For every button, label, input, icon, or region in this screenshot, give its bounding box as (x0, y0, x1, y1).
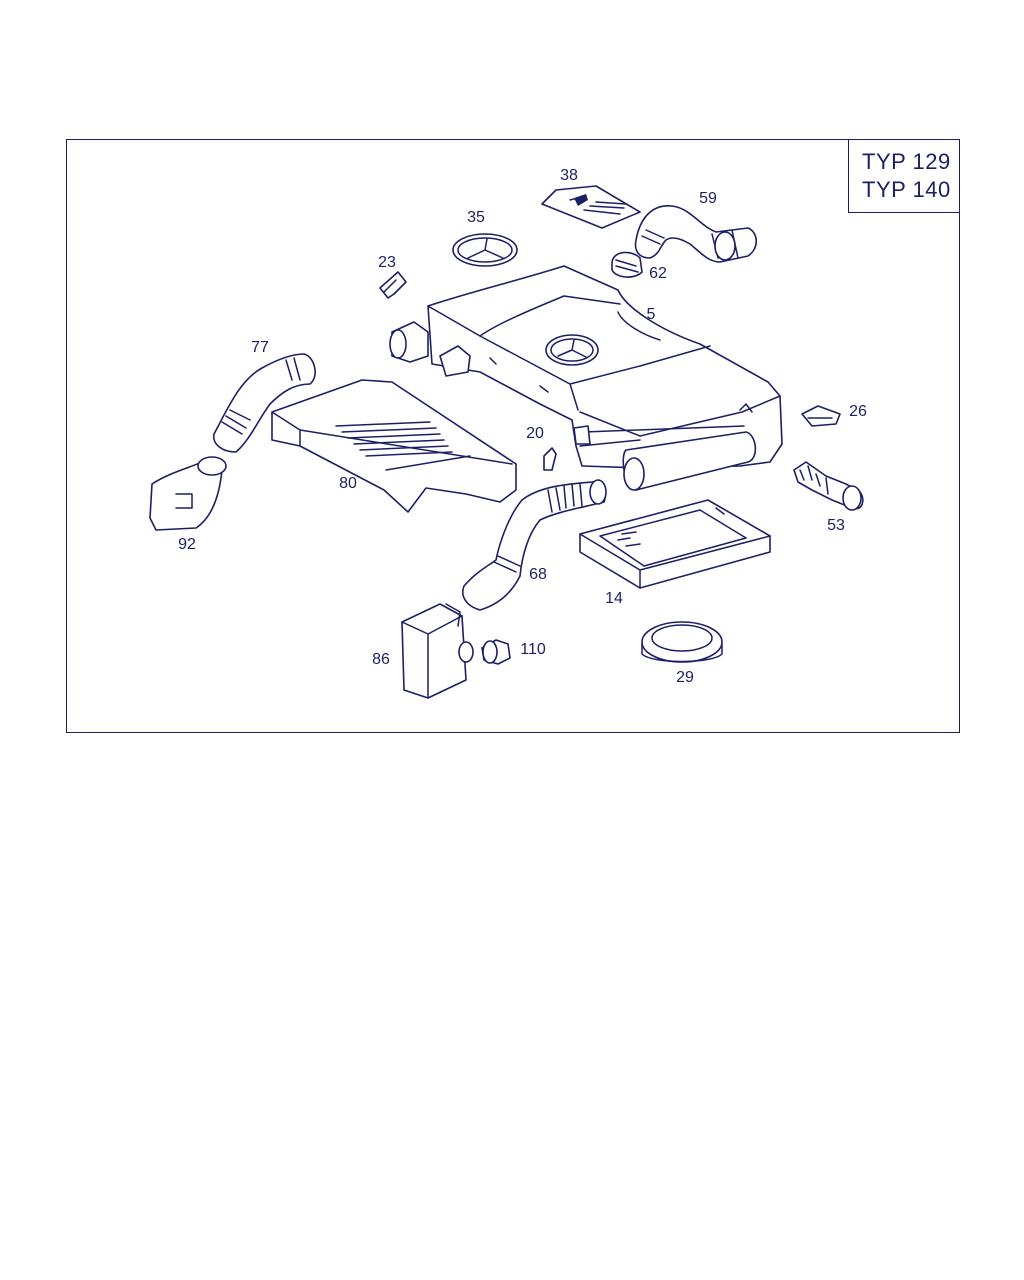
callout-35: 35 (467, 209, 485, 226)
callout-5: 5 (647, 306, 656, 323)
callout-86: 86 (372, 651, 390, 668)
callout-80: 80 (339, 475, 357, 492)
part-92-intake-funnel (149, 456, 227, 531)
part-38-label-plate (541, 185, 641, 229)
callout-77: 77 (251, 339, 269, 356)
part-35-star-emblem (452, 233, 518, 267)
type-label-129: TYP 129 (862, 149, 951, 174)
type-label-140: TYP 140 (862, 177, 951, 202)
callout-20: 20 (526, 425, 544, 442)
part-77-intake-duct (212, 353, 316, 453)
callout-38: 38 (560, 167, 578, 184)
part-53-sensor (793, 461, 864, 511)
callout-23: 23 (378, 254, 396, 271)
part-20-clip (543, 447, 557, 471)
part-86-control-unit (401, 603, 474, 699)
part-62-clamp (611, 251, 643, 278)
part-29-sealing-ring (641, 621, 723, 663)
callout-53: 53 (827, 517, 845, 534)
part-23-clip (379, 271, 407, 299)
callout-26: 26 (849, 403, 867, 420)
part-59-intake-hose (634, 205, 758, 263)
part-14-filter-element (579, 499, 771, 589)
callout-68: 68 (529, 566, 547, 583)
callout-59: 59 (699, 190, 717, 207)
part-68-intake-duct (462, 479, 607, 611)
callout-29: 29 (676, 669, 694, 686)
type-box (848, 140, 960, 213)
part-5-air-filter-housing (389, 265, 783, 491)
part-110-grommet (481, 639, 511, 665)
callout-14: 14 (605, 590, 623, 607)
callout-62: 62 (649, 265, 667, 282)
diagram-frame (66, 139, 960, 733)
part-80-air-guide-plate (271, 379, 517, 513)
callout-110: 110 (520, 641, 546, 658)
callout-92: 92 (178, 536, 196, 553)
part-26-bracket (801, 405, 841, 427)
